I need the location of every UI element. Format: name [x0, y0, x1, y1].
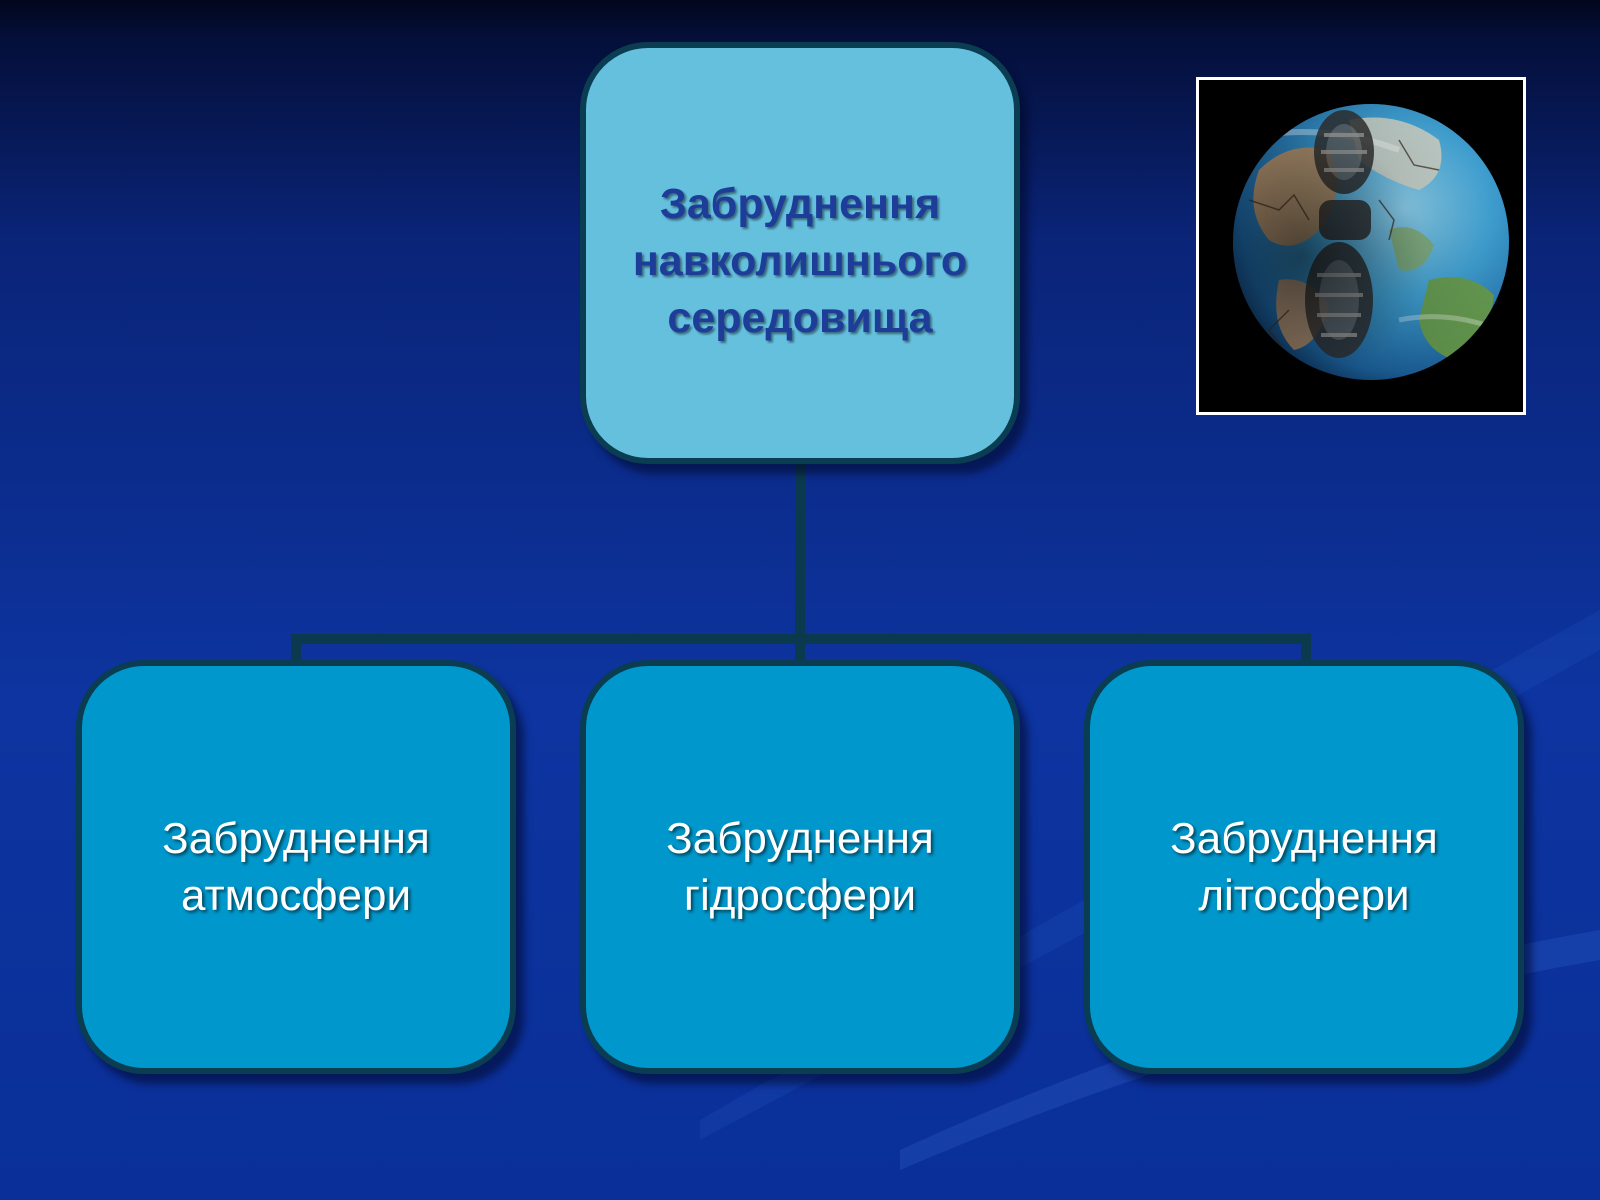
earth-with-boot-footprint-icon [1199, 80, 1523, 412]
connector-middle-drop [795, 634, 805, 660]
child-node-lithosphere-label: Забруднення літосфери [1170, 810, 1438, 924]
root-node-label: Забруднення навколишнього середовища [633, 176, 967, 347]
child-node-atmosphere-line-2: атмосфери [180, 871, 412, 920]
child-node-hydrosphere: Забруднення гідросфери [580, 660, 1020, 1074]
earth-footprint-image [1196, 77, 1526, 415]
child-node-hydrosphere-label: Забруднення гідросфери [666, 810, 934, 924]
connector-right-drop [1301, 634, 1311, 660]
child-node-hydrosphere-line-1: Забруднення [666, 814, 934, 863]
child-node-atmosphere: Забруднення атмосфери [76, 660, 516, 1074]
child-node-hydrosphere-line-2: гідросфери [683, 871, 917, 920]
connector-left-drop [291, 634, 301, 660]
connector-trunk [795, 464, 805, 660]
root-node-line-2: навколишнього [632, 237, 968, 285]
root-node-environmental-pollution: Забруднення навколишнього середовища [580, 42, 1020, 464]
child-node-atmosphere-label: Забруднення атмосфери [162, 810, 430, 924]
child-node-lithosphere-line-1: Забруднення [1170, 814, 1438, 863]
root-node-line-3: середовища [667, 294, 933, 342]
root-node-line-1: Забруднення [659, 180, 941, 228]
child-node-atmosphere-line-1: Забруднення [162, 814, 430, 863]
child-node-lithosphere-line-2: літосфери [1198, 871, 1410, 920]
child-node-lithosphere: Забруднення літосфери [1084, 660, 1524, 1074]
